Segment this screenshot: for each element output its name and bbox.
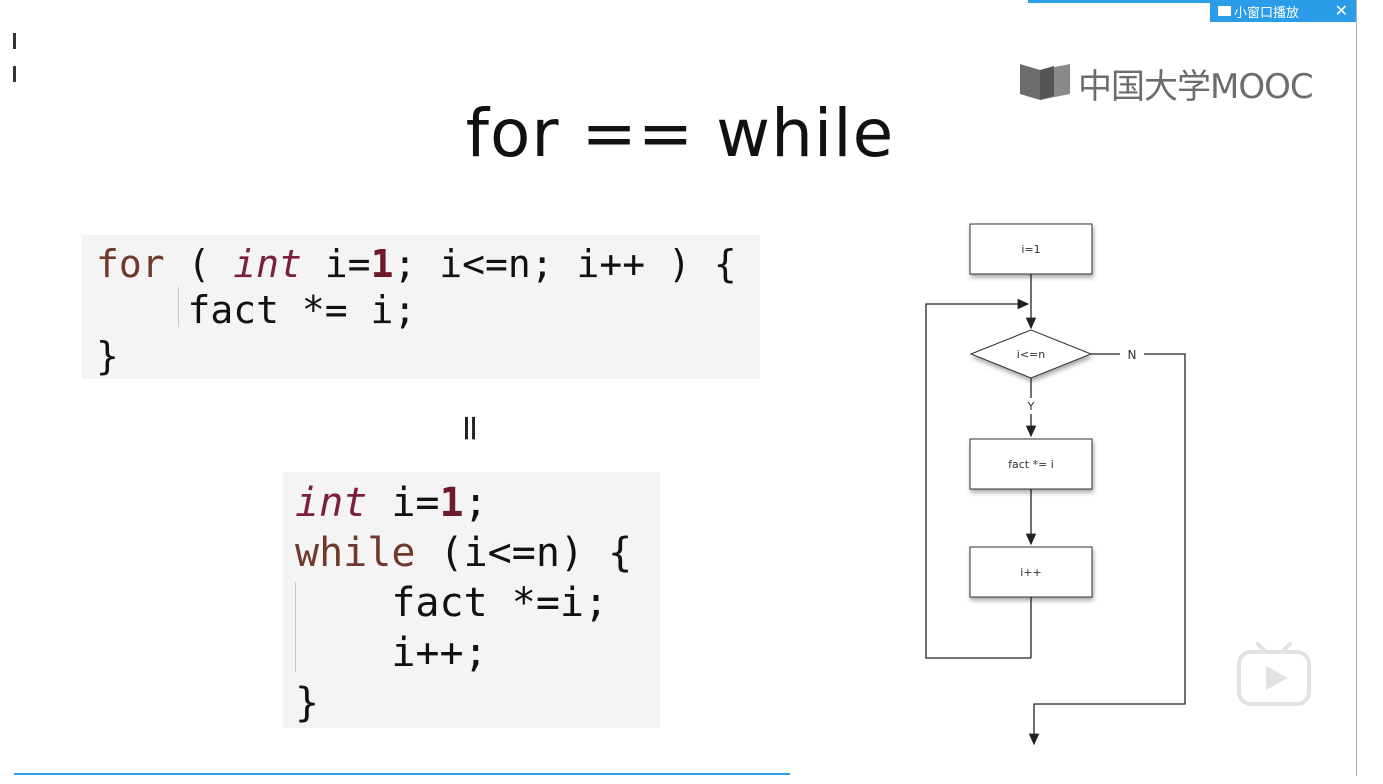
code-number: 1 xyxy=(439,480,464,526)
flow-exit-arrow xyxy=(1028,353,1186,746)
code-keyword: for xyxy=(96,242,165,286)
mini-window-label: 小窗口播放 xyxy=(1234,5,1300,21)
flow-init-box xyxy=(969,223,1093,275)
code-keyword: while xyxy=(295,530,416,576)
flow-no-label: N xyxy=(1128,348,1137,362)
play-icon[interactable] xyxy=(1236,640,1312,708)
flow-body-label: fact *= i xyxy=(1008,458,1054,471)
mooc-logo-icon xyxy=(1020,64,1070,100)
left-edge-mark xyxy=(13,66,16,82)
indent-guide xyxy=(178,287,179,327)
slide-title: for == while xyxy=(465,95,895,172)
mini-window-icon xyxy=(1218,6,1231,16)
code-line: } xyxy=(96,334,119,378)
code-text: ; xyxy=(463,480,488,526)
mini-window-button[interactable]: 小窗口播放 ✕ xyxy=(1210,0,1356,22)
indent-guide xyxy=(295,582,296,672)
flow-increment-label: i++ xyxy=(1020,566,1042,579)
code-line: for ( int i=1; i<=n; i++ ) { xyxy=(96,241,760,287)
mooc-logo: 中国大学MOOC xyxy=(1018,58,1318,108)
code-text: ; i<=n; i++ ) { xyxy=(393,242,737,286)
top-accent-line xyxy=(1028,0,1210,3)
flow-init-label: i=1 xyxy=(1021,243,1040,256)
flow-condition-label: i<=n xyxy=(1017,348,1045,361)
code-text: i= xyxy=(367,480,440,526)
code-block-for: for ( int i=1; i<=n; i++ ) { fact *= i;} xyxy=(82,235,760,379)
code-line: i++; xyxy=(295,630,488,676)
progress-bar[interactable] xyxy=(14,773,790,775)
equals-sign: = xyxy=(450,413,491,444)
flow-loop-back-arrow xyxy=(925,298,1031,659)
code-line: while (i<=n) { xyxy=(295,528,660,578)
code-type: int xyxy=(295,480,368,526)
code-number: 1 xyxy=(370,242,394,286)
right-scrollbar[interactable] xyxy=(1356,0,1383,784)
flow-increment-box xyxy=(969,546,1093,598)
code-text: i= xyxy=(301,242,371,286)
close-icon[interactable]: ✕ xyxy=(1334,1,1348,20)
code-line: fact *= i; xyxy=(96,288,417,332)
code-line: } xyxy=(295,680,320,726)
code-type: int xyxy=(233,242,302,286)
code-line: int i=1; xyxy=(295,478,660,528)
code-text: ( xyxy=(164,242,234,286)
flow-yes-label: Y xyxy=(1027,400,1035,413)
flow-body-box xyxy=(969,438,1093,490)
logo-text: 中国大学MOOC xyxy=(1078,66,1314,107)
player-top-bar: 小窗口播放 ✕ xyxy=(0,0,1383,22)
code-block-while: int i=1;while (i<=n) { fact *=i; i++;} xyxy=(283,472,660,728)
code-line: fact *=i; xyxy=(295,580,609,626)
code-text: (i<=n) { xyxy=(415,530,633,576)
bottom-strip xyxy=(0,776,1383,784)
flowchart: i=1 i<=n N Y fact *= i i++ xyxy=(925,223,1186,746)
left-edge-mark xyxy=(13,33,16,49)
